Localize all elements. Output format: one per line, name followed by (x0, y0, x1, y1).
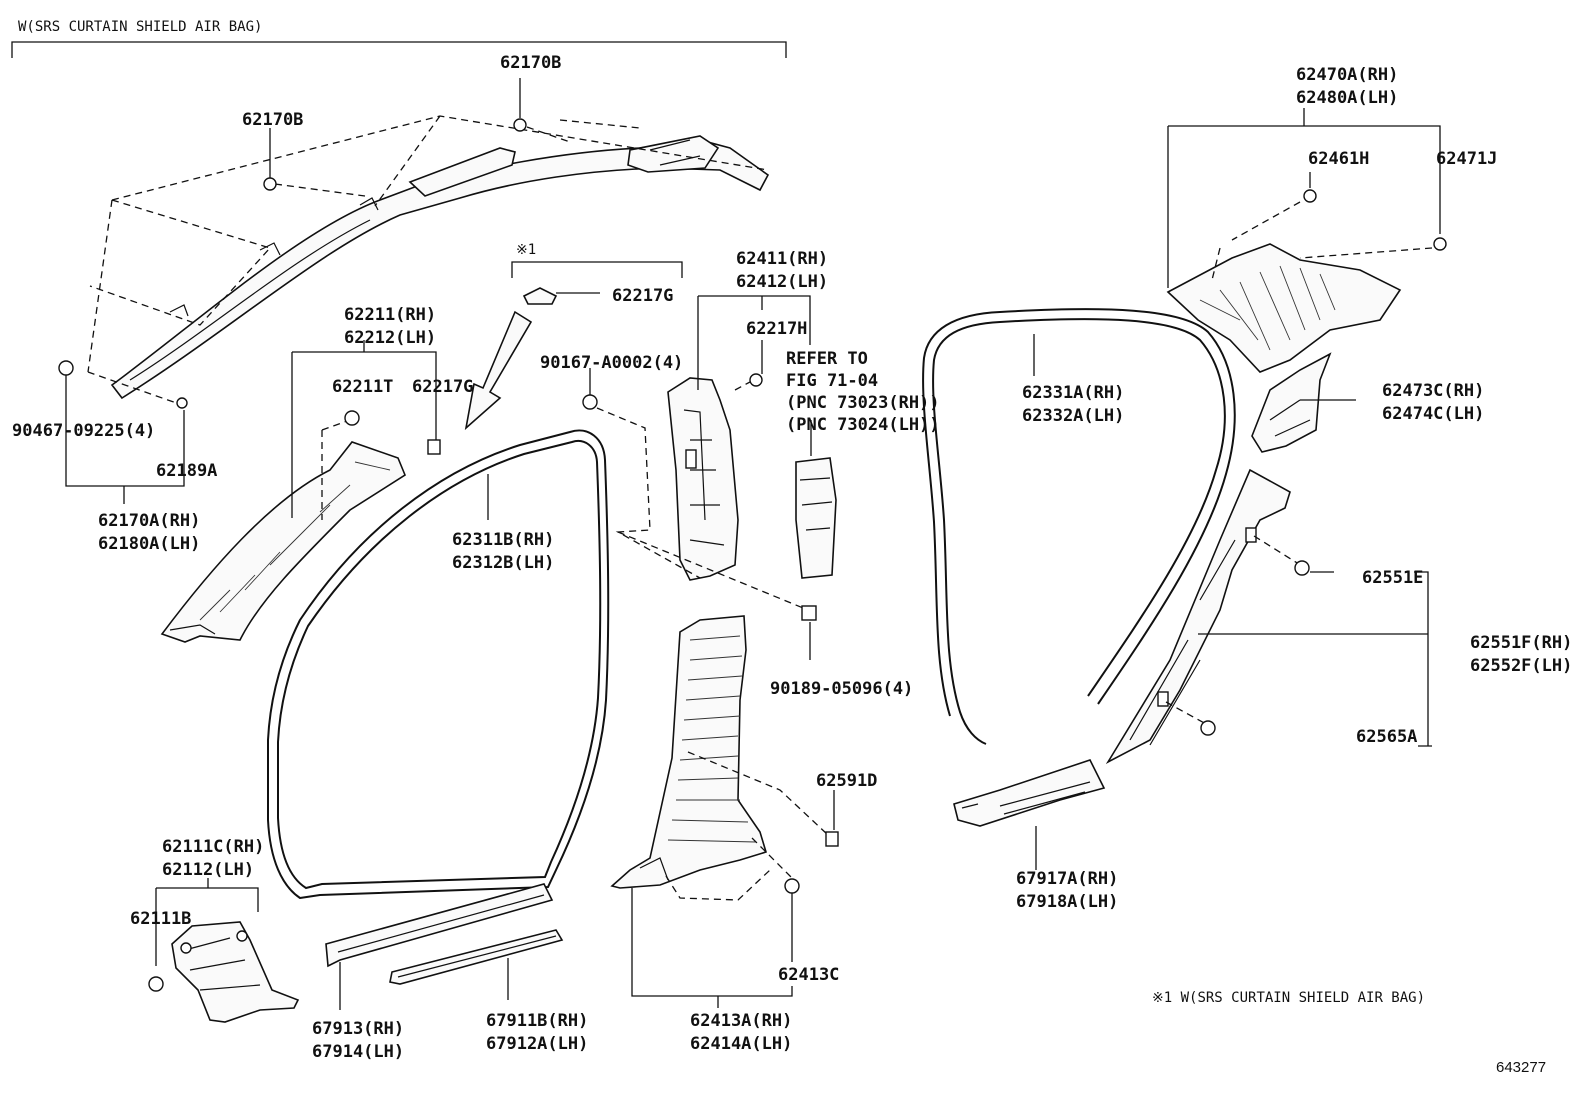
clip-62471J (1433, 237, 1447, 251)
clip-62413C (784, 878, 800, 894)
label-62217G-mid: 62217G (412, 377, 473, 397)
rear-door-weatherstrip (932, 318, 1226, 745)
label-62312B: 62312B(LH) (452, 553, 554, 573)
label-62180A: 62180A(LH) (98, 534, 200, 554)
label-62189A: 62189A (156, 461, 217, 481)
label-62551E: 62551E (1362, 568, 1423, 588)
rear-door-scuff-plate (953, 759, 1106, 827)
label-62111C: 62111C(RH) (162, 837, 264, 857)
bolt-90467 (58, 360, 74, 376)
clip-62170B-left (263, 177, 277, 191)
label-62170B-left: 62170B (242, 110, 303, 130)
seatbelt-anchor-part (795, 457, 837, 579)
label-62413A: 62413A(RH) (690, 1011, 792, 1031)
label-62480A: 62480A(LH) (1296, 88, 1398, 108)
label-62474C: 62474C(LH) (1382, 404, 1484, 424)
note1-mark: ※1 (516, 242, 536, 258)
label-62551F: 62551F(RH) (1470, 633, 1572, 653)
clip-62591D (825, 831, 839, 847)
label-67917A: 67917A(RH) (1016, 869, 1118, 889)
label-62217H: 62217H (746, 319, 807, 339)
label-62212: 62212(LH) (344, 328, 436, 348)
clip-62217H (749, 373, 763, 387)
front-pillar-garnish (160, 441, 406, 643)
label-62332A: 62332A(LH) (1022, 406, 1124, 426)
clip-62217G-top (522, 287, 558, 305)
label-62552F: 62552F(LH) (1470, 656, 1572, 676)
clip-62211T (344, 410, 360, 426)
label-62112: 62112(LH) (162, 860, 254, 880)
label-62411: 62411(RH) (736, 249, 828, 269)
label-90189: 90189-05096(4) (770, 679, 913, 699)
front-door-scuff-inner (389, 929, 564, 985)
label-67918A: 67918A(LH) (1016, 892, 1118, 912)
clip-62551E (1294, 560, 1310, 576)
cowl-side-trim (171, 921, 300, 1023)
label-62211T: 62211T (332, 377, 393, 397)
rear-quarter-pillar-garnish (1105, 468, 1291, 765)
front-door-scuff-plate (325, 883, 554, 968)
label-62471J: 62471J (1436, 149, 1497, 169)
label-67911B: 67911B(RH) (486, 1011, 588, 1031)
label-62111B: 62111B (130, 909, 191, 929)
footnote: ※1 W(SRS CURTAIN SHIELD AIR BAG) (1152, 990, 1425, 1006)
label-62170B-top: 62170B (500, 53, 561, 73)
figure-number: 643277 (1496, 1059, 1546, 1076)
label-62565A: 62565A (1356, 727, 1417, 747)
label-62413C: 62413C (778, 965, 839, 985)
clip-62461H (1303, 189, 1317, 203)
label-67913: 67913(RH) (312, 1019, 404, 1039)
label-62331A: 62331A(RH) (1022, 383, 1124, 403)
direction-arrow (464, 310, 533, 431)
label-62217G-top: 62217G (612, 286, 673, 306)
label-62170A: 62170A(RH) (98, 511, 200, 531)
center-pillar-upper-garnish (667, 377, 739, 581)
clip-90189 (801, 605, 817, 621)
label-62470A: 62470A(RH) (1296, 65, 1398, 85)
header-title: W(SRS CURTAIN SHIELD AIR BAG) (18, 19, 262, 35)
clip-62189A (176, 397, 188, 409)
roof-side-garnish (1166, 243, 1402, 373)
label-62414A: 62414A(LH) (690, 1034, 792, 1054)
label-62461H: 62461H (1308, 149, 1369, 169)
label-62591D: 62591D (816, 771, 877, 791)
label-62311B: 62311B(RH) (452, 530, 554, 550)
label-62473C: 62473C(RH) (1382, 381, 1484, 401)
label-62211: 62211(RH) (344, 305, 436, 325)
clip-62170B-top (513, 118, 527, 132)
bolt-90167 (582, 394, 598, 410)
refer-line-1: REFER TO (786, 349, 868, 369)
label-90167: 90167-A0002(4) (540, 353, 683, 373)
label-67914: 67914(LH) (312, 1042, 404, 1062)
clip-62565A (1200, 720, 1216, 736)
refer-line-4: (PNC 73024(LH)) (786, 415, 940, 435)
refer-line-2: FIG 71-04 (786, 371, 878, 391)
label-67912A: 67912A(LH) (486, 1034, 588, 1054)
label-90467: 90467-09225(4) (12, 421, 155, 441)
front-door-weatherstrip (267, 429, 610, 900)
clip-62111B (148, 976, 164, 992)
refer-line-3: (PNC 73023(RH)) (786, 393, 940, 413)
quarter-trim-upper (1251, 352, 1332, 453)
curtain-airbag-assembly (110, 135, 770, 400)
header-bracket (11, 41, 787, 58)
label-62412: 62412(LH) (736, 272, 828, 292)
clip-62217G-mid (427, 439, 441, 455)
